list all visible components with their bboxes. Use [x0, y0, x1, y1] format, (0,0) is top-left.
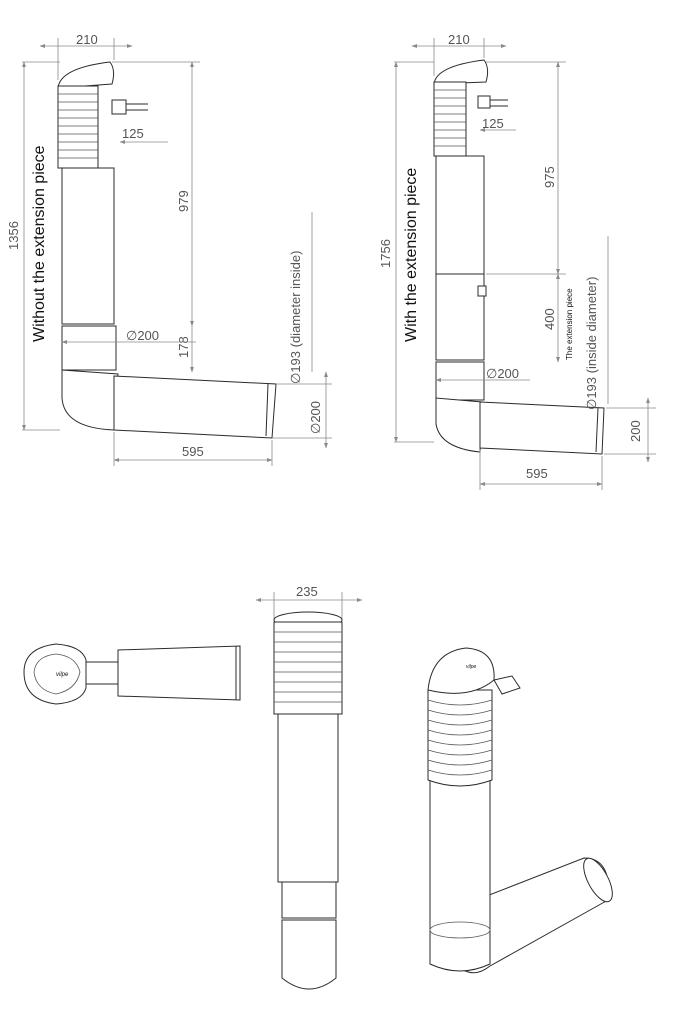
louvre-slats — [434, 89, 466, 147]
louvre-slats — [58, 93, 98, 159]
dim-front-width: 235 — [296, 584, 318, 599]
front-elbow — [281, 919, 337, 990]
mounting-bracket — [111, 99, 127, 115]
iso-cap — [427, 647, 495, 694]
drawing-with-extension: 210 125 975 400 The extension piece 1756… — [378, 32, 656, 490]
lower-pipe — [61, 325, 117, 371]
dim-inner-diameter: ∅193 (inside diameter) — [584, 277, 599, 410]
horizontal-run — [479, 401, 605, 455]
lower-pipe — [435, 361, 485, 401]
extension-clip — [477, 285, 487, 297]
dim-height-total: 1356 — [6, 221, 21, 250]
dim-run-length: 595 — [182, 444, 204, 459]
louvre-block — [57, 85, 99, 169]
dim-run-length: 595 — [526, 466, 548, 481]
dim-offset: 125 — [122, 126, 144, 141]
iso-louvre-block — [427, 689, 493, 787]
isometric-view: vilpe — [427, 647, 613, 974]
dim-height-upper: 979 — [176, 190, 191, 212]
drawing-without-extension: 210 125 979 178 1356 Without the extensi… — [6, 32, 332, 466]
main-pipe — [61, 167, 115, 325]
elbow — [435, 397, 483, 453]
dim-pipe-diameter: ∅200 — [126, 328, 159, 343]
dim-height-total: 1756 — [378, 239, 393, 268]
vent-cap — [433, 59, 489, 85]
front-view: 235 — [255, 584, 363, 990]
main-pipe — [435, 155, 485, 275]
elbow — [61, 369, 119, 431]
top-view-cap — [23, 643, 87, 705]
dim-outlet-diameter: ∅200 — [308, 401, 323, 434]
dim-inner-diameter: ∅193 (diameter inside) — [288, 251, 303, 384]
louvre-block — [433, 81, 467, 157]
vertical-label-without-extension: Without the extension piece — [31, 145, 48, 342]
iso-logo: vilpe — [466, 664, 477, 670]
dim-height-upper: 975 — [542, 166, 557, 188]
logo: vilpe — [56, 672, 69, 678]
dim-extension-height: 400 — [542, 308, 557, 330]
horizontal-run — [113, 375, 277, 439]
vertical-label-with-extension: With the extension piece — [403, 168, 420, 342]
extension-label: The extension piece — [565, 288, 574, 360]
extension-piece — [435, 273, 485, 361]
iso-main-pipe — [429, 779, 491, 972]
dim-width-top: 210 — [76, 32, 98, 47]
dim-outlet-height: 200 — [628, 420, 643, 442]
mounting-bracket — [477, 95, 491, 109]
front-louvre-block — [273, 621, 343, 715]
front-main-pipe — [277, 713, 339, 883]
top-view: vilpe — [23, 643, 241, 705]
vent-cap — [57, 61, 115, 89]
iso-bracket — [493, 675, 521, 695]
dim-offset: 125 — [482, 116, 504, 131]
dim-height-lower: 178 — [176, 336, 191, 358]
dim-width-top: 210 — [448, 32, 470, 47]
dim-pipe-diameter: ∅200 — [486, 366, 519, 381]
